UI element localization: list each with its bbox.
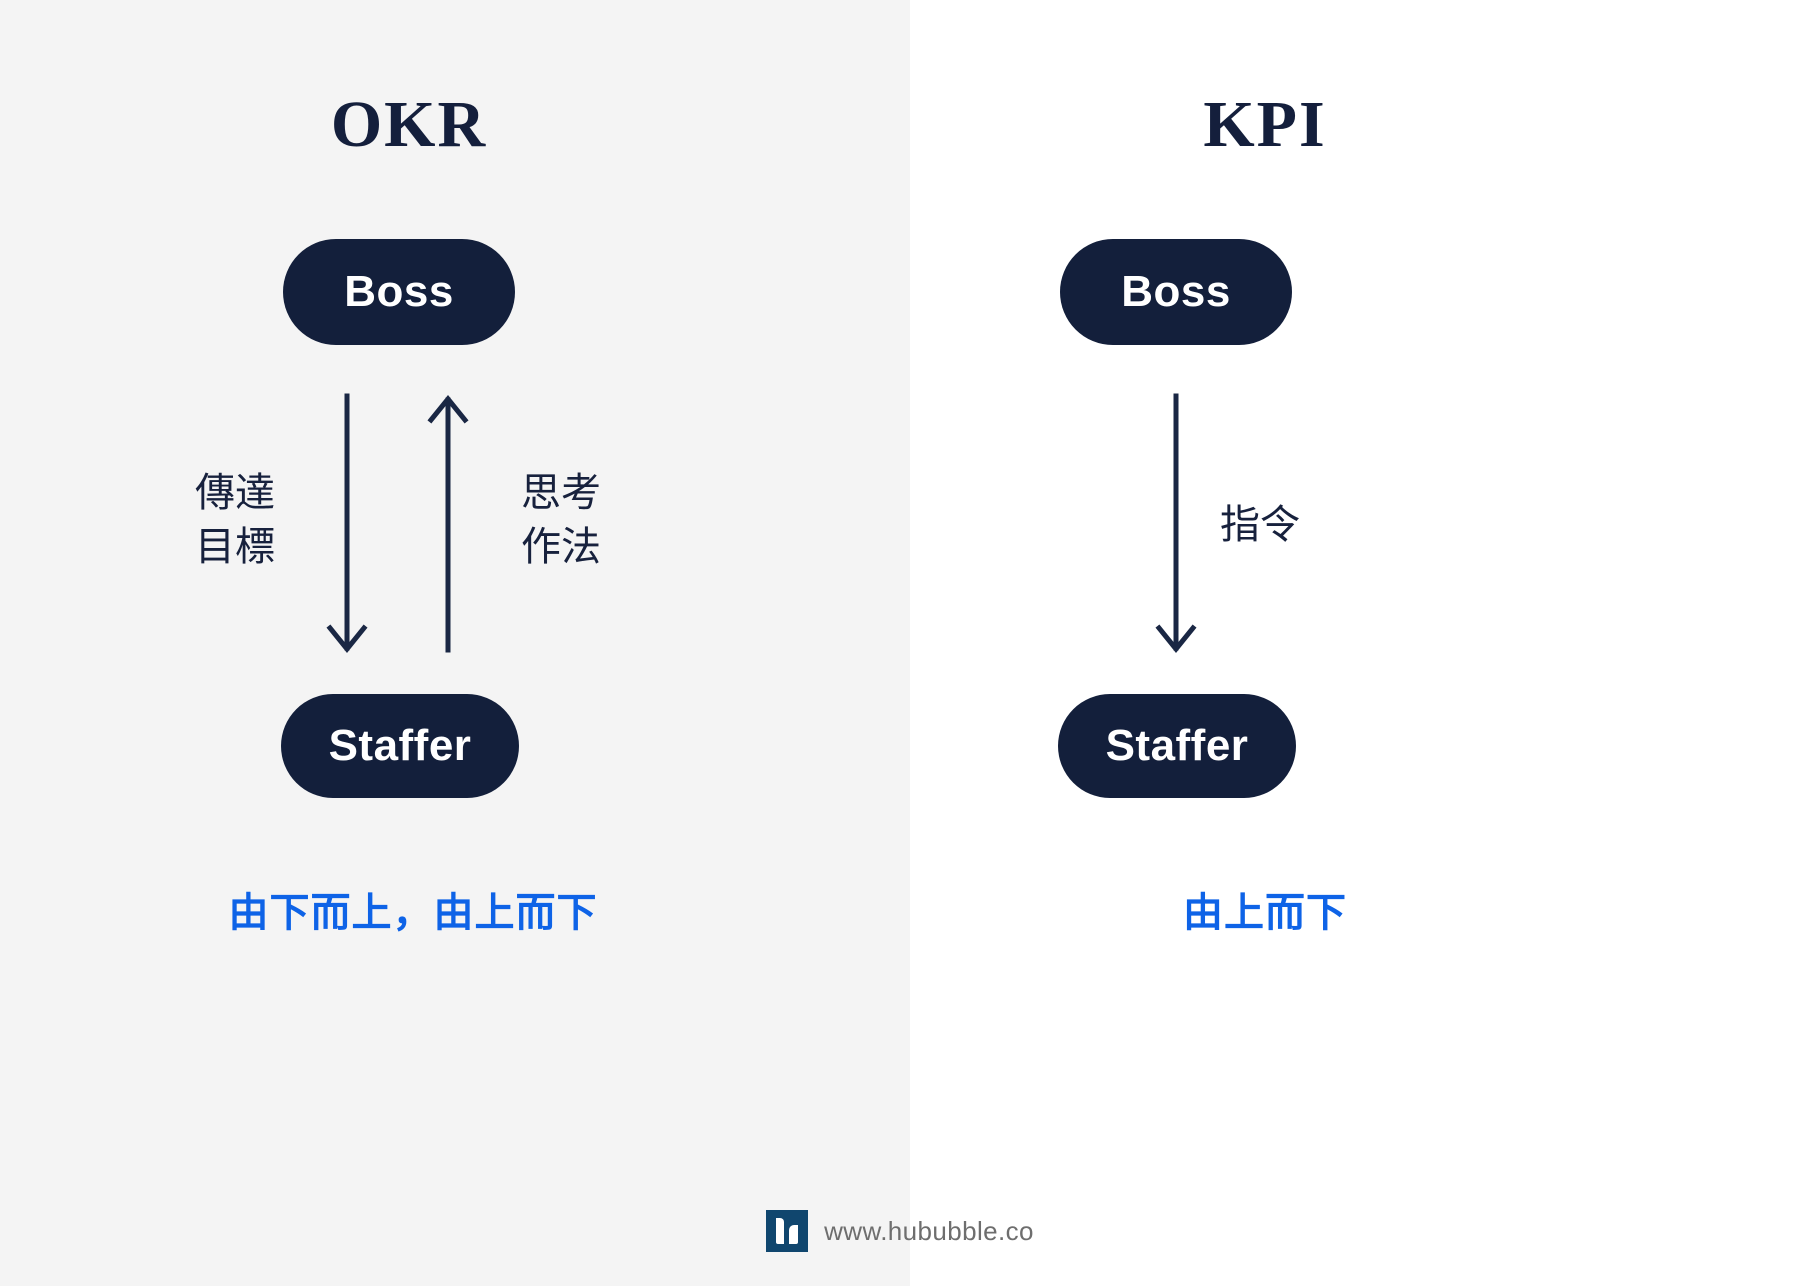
node-staffer-kpi-label: Staffer: [1105, 721, 1249, 770]
arrow-caption-deliver-goal: 傳達 目標: [195, 471, 275, 569]
node-boss-okr-label: Boss: [344, 267, 454, 316]
node-staffer-okr: Staffer: [281, 694, 519, 798]
arrow-caption-think-method: 思考 作法: [521, 471, 601, 569]
node-boss-kpi-label: Boss: [1121, 267, 1231, 316]
arrow-caption-instruction: 指令: [1220, 503, 1300, 547]
footer-website-url: www.hububble.co: [824, 1215, 1034, 1246]
summary-okr: 由下而上，由上而下: [228, 891, 598, 935]
panel-kpi: KPI Boss 指令 Staffer 由上而下: [910, 0, 1800, 1180]
logo-stroke-right: [789, 1225, 799, 1244]
right-panel-background: [910, 0, 1800, 1286]
arrow-down-okr: [326, 393, 368, 653]
arrow-down-kpi: [1155, 393, 1197, 653]
panel-title-okr: OKR: [330, 88, 488, 161]
panel-title-kpi: KPI: [1203, 88, 1327, 161]
arrow-up-okr: [427, 395, 469, 653]
logo-stroke-left: [776, 1218, 785, 1244]
panel-okr: OKR Boss 傳達 目標 思考 作法 Staffer 由下而上，由上而下: [0, 0, 910, 1180]
left-panel-background: [0, 0, 910, 1286]
node-staffer-kpi: Staffer: [1058, 694, 1296, 798]
node-boss-okr: Boss: [283, 239, 515, 345]
summary-kpi: 由上而下: [1183, 891, 1347, 935]
hububble-logo-icon: [766, 1210, 809, 1252]
footer: www.hububble.co: [0, 1210, 1800, 1252]
node-boss-kpi: Boss: [1060, 239, 1292, 345]
node-staffer-okr-label: Staffer: [328, 721, 472, 770]
